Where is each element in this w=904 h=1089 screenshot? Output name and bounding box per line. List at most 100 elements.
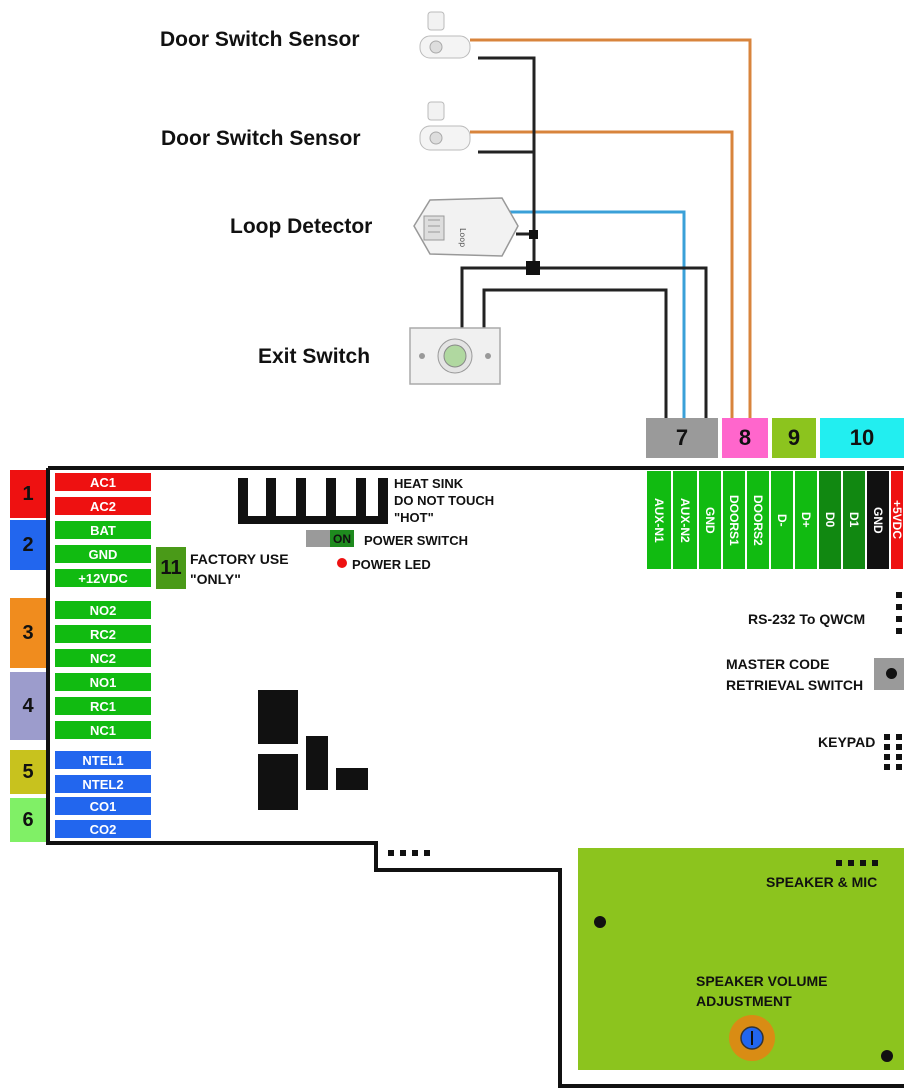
terminal-aux-n1: AUX-N1 [646, 470, 672, 570]
pin-row [848, 860, 854, 866]
terminal-bat: BAT [54, 520, 152, 540]
loop-detector-icon: Loop [413, 197, 519, 257]
splice-node [529, 230, 538, 239]
connector-8: 8 [722, 418, 768, 458]
terminal-d0: D0 [818, 470, 842, 570]
keypad-header-pin [884, 734, 890, 740]
component-block [258, 690, 298, 744]
heat-sink-base [238, 516, 388, 524]
group-6: 6 [10, 798, 46, 842]
door-sensor-label: Door Switch Sensor [160, 28, 360, 51]
terminal-no2: NO2 [54, 600, 152, 620]
terminal-ntel1: NTEL1 [54, 750, 152, 770]
exit-switch-label: Exit Switch [258, 345, 371, 368]
rs232-header-pin [896, 616, 902, 622]
keypad-header-pin [896, 764, 902, 770]
terminal-nc2: NC2 [54, 648, 152, 668]
blue-wire-loop [510, 210, 686, 418]
orange-wire-sensor1 [470, 38, 752, 418]
terminal-rc1: RC1 [54, 696, 152, 716]
terminal-nc1: NC1 [54, 720, 152, 740]
terminal-ac2: AC2 [54, 496, 152, 516]
connector-7: 7 [646, 418, 718, 458]
splice-node [526, 261, 540, 275]
rs232-header-pin [896, 592, 902, 598]
connector-10: 10 [820, 418, 904, 458]
terminal-doors2: DOORS2 [746, 470, 770, 570]
rs232-label: RS-232 To QWCM [748, 611, 866, 627]
keypad-header-pin [884, 754, 890, 760]
terminal-d-minus: D- [770, 470, 794, 570]
terminal-co2: CO2 [54, 819, 152, 839]
keypad-header-pin [896, 754, 902, 760]
power-switch-label: POWER SWITCH [364, 533, 468, 548]
svg-text:Loop: Loop [458, 228, 467, 247]
terminal-rc2: RC2 [54, 624, 152, 644]
heat-sink-fin [378, 478, 388, 520]
master-code-retrieval-switch[interactable] [874, 658, 904, 690]
pin-row [388, 850, 394, 856]
door-sensor-icon [419, 11, 471, 59]
keypad-header-pin [896, 744, 902, 750]
speaker-volume-label: SPEAKER VOLUME [696, 973, 828, 989]
terminal-12vdc: +12VDC [54, 568, 152, 588]
pin-row [872, 860, 878, 866]
power-switch-knob: ON [330, 530, 354, 547]
heat-sink-fin [266, 478, 276, 520]
terminal-aux-n2: AUX-N2 [672, 470, 698, 570]
terminal-gnd: GND [698, 470, 722, 570]
door-sensor-label: Door Switch Sensor [161, 127, 361, 150]
keypad-header-pin [896, 734, 902, 740]
speaker-mic-label: SPEAKER & MIC [766, 874, 878, 890]
terminal-5vdc: +5VDC [890, 470, 904, 570]
power-led-label: POWER LED [352, 557, 431, 572]
pin-row [424, 850, 430, 856]
terminal-gnd-2: GND [866, 470, 890, 570]
mount-hole [881, 1050, 893, 1062]
do-not-touch-label: DO NOT TOUCH [394, 493, 495, 508]
terminal-ntel2: NTEL2 [54, 774, 152, 794]
terminal-d1: D1 [842, 470, 866, 570]
heat-sink-label: HEAT SINK [394, 476, 464, 491]
rs232-header-pin [896, 604, 902, 610]
black-wire-common [460, 266, 708, 418]
pin-row [400, 850, 406, 856]
component-block [258, 754, 298, 810]
black-wire-exit [482, 288, 668, 418]
black-wire-sensor1 [478, 56, 536, 268]
only-label: "ONLY" [190, 571, 241, 587]
heat-sink-fin [296, 478, 306, 520]
exit-switch-icon [409, 327, 501, 385]
door-sensor-icon [419, 101, 471, 151]
loop-detector-label: Loop Detector [230, 215, 373, 238]
group-1: 1 [10, 470, 46, 518]
hot-label: "HOT" [394, 510, 434, 525]
terminal-doors1: DOORS1 [722, 470, 746, 570]
master-code-label: MASTER CODE [726, 656, 830, 672]
power-led [337, 558, 347, 568]
keypad-header-pin [884, 744, 890, 750]
terminal-ac1: AC1 [54, 472, 152, 492]
terminal-no1: NO1 [54, 672, 152, 692]
pin-row [860, 860, 866, 866]
board-outline [46, 468, 904, 1088]
switch-button [886, 668, 897, 679]
power-switch[interactable]: ON [306, 530, 354, 547]
group-3: 3 [10, 598, 46, 668]
heat-sink-fin [356, 478, 366, 520]
group-2: 2 [10, 520, 46, 570]
keypad-label: KEYPAD [818, 734, 876, 750]
terminal-co1: CO1 [54, 796, 152, 816]
adjustment-label: ADJUSTMENT [696, 993, 792, 1009]
component-block [306, 736, 328, 790]
group-5: 5 [10, 750, 46, 794]
connector-9: 9 [772, 418, 816, 458]
heat-sink-fin [326, 478, 336, 520]
terminal-d-plus: D+ [794, 470, 818, 570]
keypad-header-pin [884, 764, 890, 770]
factory-use-label: FACTORY USE [190, 551, 289, 567]
factory-use-block: 11 [156, 547, 186, 589]
component-block [336, 768, 368, 790]
pin-row [412, 850, 418, 856]
